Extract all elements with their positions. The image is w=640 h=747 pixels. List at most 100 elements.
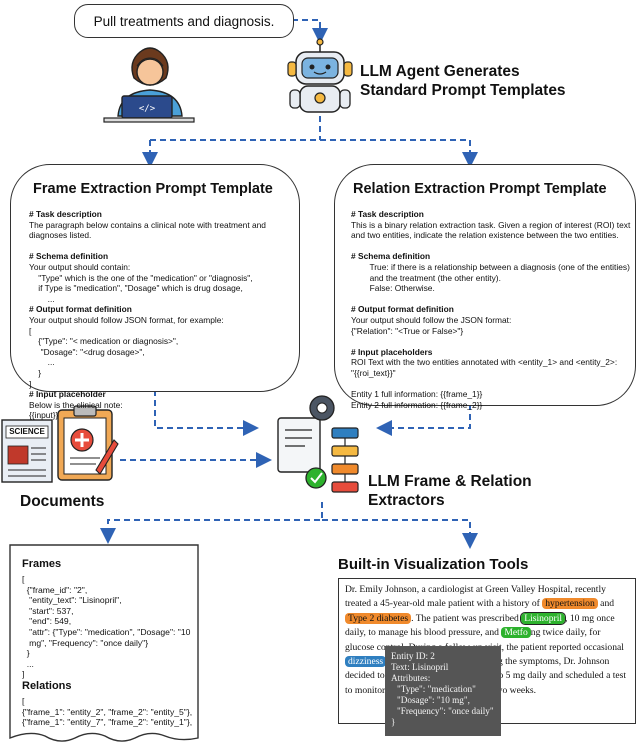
frame-template-line: [ xyxy=(29,325,32,336)
relation-template-line xyxy=(351,294,630,305)
frame-template-line: "Type" which is the one of the "medicati… xyxy=(29,272,253,283)
note-text: . The patient was prescribed xyxy=(411,612,522,624)
frame-template-line: # Input placeholder xyxy=(29,389,106,400)
documents-label: Documents xyxy=(20,493,105,510)
frame-template-line: "Dosage": "<drug dosage>", xyxy=(29,346,145,357)
relations-json: [{"frame_1": "entity_2", "frame_2": "ent… xyxy=(22,696,192,728)
relation-template-line: # Output format definition xyxy=(351,304,454,315)
frame-template-title: Frame Extraction Prompt Template xyxy=(33,181,273,197)
frame-template-line: {{input}} xyxy=(29,410,59,421)
note-text: Dr. Emily Johnson, a cardiologist at Gre… xyxy=(345,584,606,610)
frames-output-sheet xyxy=(9,544,199,742)
relations-json-line: [ xyxy=(22,696,25,706)
extractors-label-line1: LLM Frame & Relation xyxy=(368,473,532,490)
tooltip-attributes-label: Attributes: xyxy=(391,673,431,683)
entity-type2-diabetes[interactable]: Type 2 diabetes xyxy=(345,612,412,624)
frame-template-line: {"Type": "< medication or diagnosis>", xyxy=(29,336,179,347)
frame-template-line: Below is the clinical note: xyxy=(29,399,123,410)
frames-json-line: ] xyxy=(22,669,25,680)
arrow-request-to-agent xyxy=(292,19,328,44)
arrow-agent-to-templates xyxy=(149,116,471,162)
note-text: , 10 mg once daily, to manage his blood … xyxy=(345,612,615,639)
extractors-label: LLM Frame & Relation Extractors xyxy=(368,472,532,510)
frame-template-line: # Task description xyxy=(29,209,102,219)
entity-dizziness[interactable]: dizziness xyxy=(345,656,387,668)
relation-template-line: and the treatment (the other entity). xyxy=(351,272,501,283)
frames-json-line: mg", "Frequency": "once daily"} xyxy=(22,637,149,648)
frames-json: [ {"frame_id": "2", "entity_text": "Lisi… xyxy=(22,574,190,680)
extractors-icon xyxy=(277,395,359,493)
relation-template-line: and two entities, indicate the relation … xyxy=(351,230,619,241)
frame-template-line: } xyxy=(29,367,42,378)
user-request-bubble: Pull treatments and diagnosis. xyxy=(74,4,294,38)
frames-json-line: "end": 549, xyxy=(22,616,72,627)
relation-template-line: True: if there is a relationship between… xyxy=(351,261,630,272)
frame-template-line: ... xyxy=(29,293,55,304)
user-request-text: Pull treatments and diagnosis. xyxy=(93,13,275,29)
tooltip-close: } xyxy=(391,717,396,727)
tooltip-type: "Type": "medication" xyxy=(397,684,476,694)
relations-json-line: {"frame_1": "entity_7", "frame_2": "enti… xyxy=(22,717,193,728)
tooltip-dosage: "Dosage": "10 mg", xyxy=(397,695,470,705)
svg-text:</>: </> xyxy=(139,104,156,114)
relation-template-line: "{{roi_text}}" xyxy=(351,367,396,378)
note-text: and xyxy=(597,598,615,610)
entity-hypertension[interactable]: hypertension xyxy=(542,598,598,610)
relation-template-line: ROI Text with the two entities annotated… xyxy=(351,357,618,368)
relations-title: Relations xyxy=(22,680,72,692)
relation-template-line: Entity 1 full information: {{frame_1}} xyxy=(351,389,483,400)
agent-title-line1: LLM Agent Generates xyxy=(360,63,520,80)
relations-json-line: {"frame_1": "entity_2", "frame_2": "enti… xyxy=(22,706,193,717)
documents-icon-label: SCIENCE xyxy=(9,427,45,436)
relation-template-line: # Input placeholders xyxy=(351,346,433,357)
robot-agent-icon xyxy=(287,38,353,113)
frame-template-line: Your output should contain: xyxy=(29,261,131,272)
frames-json-line: "attr": {"Type": "medication", "Dosage":… xyxy=(22,626,191,637)
relation-template-line: {"Relation": "<True or False>"} xyxy=(351,325,464,336)
frames-json-line: ... xyxy=(22,658,34,669)
frames-json-line: "entity_text": "Lisinopril", xyxy=(22,595,122,606)
frames-json-line: "start": 537, xyxy=(22,605,74,616)
frame-template-panel: Frame Extraction Prompt Template # Task … xyxy=(10,164,300,420)
entity-metformin[interactable]: Metfo xyxy=(501,627,531,639)
relation-template-title: Relation Extraction Prompt Template xyxy=(353,181,607,197)
agent-title-line2: Standard Prompt Templates xyxy=(360,82,566,99)
extractors-label-line2: Extractors xyxy=(368,492,445,509)
entity-tooltip: Entity ID: 2 Text: Lisinopril Attributes… xyxy=(385,646,501,736)
arrow-frame-template-to-extractors xyxy=(154,390,259,436)
relation-template-line: Your output should follow the JSON forma… xyxy=(351,314,512,325)
documents-icon xyxy=(1,405,119,483)
frame-template-line: The paragraph below contains a clinical … xyxy=(29,219,266,230)
frame-template-line: # Schema definition xyxy=(29,251,109,262)
flow-arrows xyxy=(100,19,478,549)
agent-title: LLM Agent Generates Standard Prompt Temp… xyxy=(360,62,580,100)
frame-template-line xyxy=(29,241,266,252)
relation-template-line xyxy=(351,336,630,347)
tooltip-frequency: "Frequency": "once daily" xyxy=(397,706,494,716)
relation-template-line xyxy=(351,241,630,252)
relation-template-line: Entity 2 full information: {{frame_2}} xyxy=(351,399,483,410)
developer-person-icon: </> xyxy=(103,47,195,123)
tooltip-entity-text: Text: Lisinopril xyxy=(391,662,449,672)
arrow-extractors-to-viz xyxy=(322,519,478,549)
relation-template-line: False: Otherwise. xyxy=(351,283,435,294)
frame-template-line: diagnoses listed. xyxy=(29,230,92,241)
frame-template-line: ... xyxy=(29,357,55,368)
frame-template-line: ] xyxy=(29,378,32,389)
entity-lisinopril[interactable]: Lisinopril xyxy=(520,611,567,625)
relation-template-line: This is a binary relation extraction tas… xyxy=(351,219,631,230)
arrow-extractors-to-frames xyxy=(100,502,323,544)
relation-template-line: # Schema definition xyxy=(351,251,431,262)
frame-template-line: if Type is "medication", "Dosage" which … xyxy=(29,283,243,294)
relation-template-line xyxy=(351,379,630,390)
frames-title: Frames xyxy=(22,558,62,570)
frame-template-line: # Output format definition xyxy=(29,304,132,315)
frame-template-line: Your output should follow JSON format, f… xyxy=(29,314,224,325)
relation-template-line: # Task description xyxy=(351,209,424,219)
arrow-relation-template-to-extractors xyxy=(376,404,471,436)
tooltip-entity-id: Entity ID: 2 xyxy=(391,651,435,661)
frames-json-line: } xyxy=(22,648,30,659)
